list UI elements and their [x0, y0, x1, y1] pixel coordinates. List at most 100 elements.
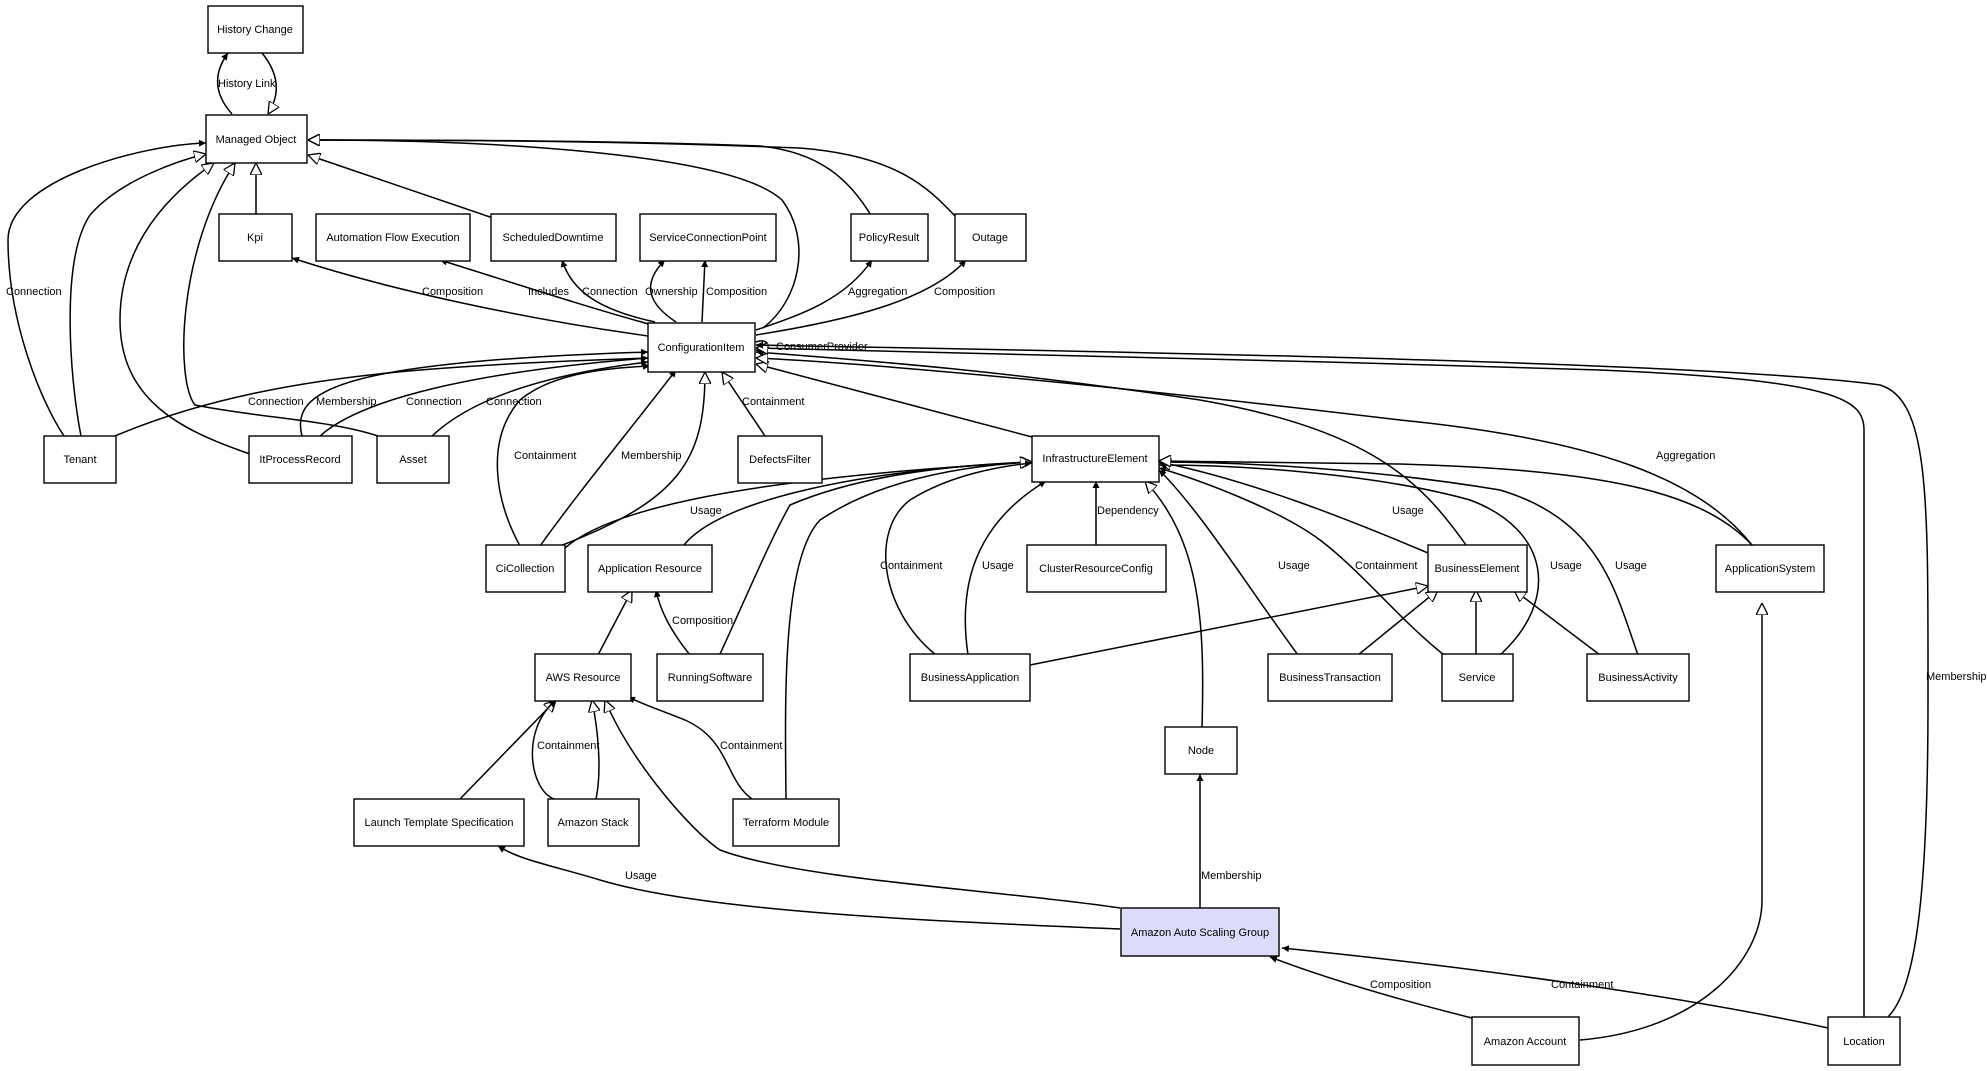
edge-appresource-ie — [683, 462, 1032, 546]
edge-appsystem-ie — [1159, 461, 1753, 546]
node-asset[interactable]: Asset — [376, 435, 450, 484]
node-history-change[interactable]: History Change — [207, 5, 304, 54]
node-it-process-record[interactable]: ItProcessRecord — [248, 435, 353, 484]
edge-defectsfilter-ci: Containment — [722, 372, 804, 437]
node-label-application-system: ApplicationSystem — [1725, 563, 1816, 575]
edge-ci-scp-composition: Composition — [701, 259, 767, 323]
edge-node-ie — [1145, 481, 1204, 728]
node-label-application-resource: Application Resource — [598, 563, 702, 575]
edge-scheduled-downtime-managed-object — [308, 155, 494, 219]
node-configuration-item[interactable]: ConfigurationItem — [647, 322, 756, 373]
node-terraform-module[interactable]: Terraform Module — [732, 798, 840, 847]
edge-label-tenant-ci-connection: Connection — [248, 396, 304, 408]
node-service[interactable]: Service — [1441, 653, 1514, 702]
node-outage[interactable]: Outage — [954, 213, 1027, 262]
node-label-business-application: BusinessApplication — [921, 672, 1019, 684]
node-kpi[interactable]: Kpi — [218, 213, 293, 262]
node-amazon-auto-scaling-group[interactable]: Amazon Auto Scaling Group — [1120, 907, 1280, 957]
edge-label-cicoll-ie-usage: Usage — [690, 505, 722, 517]
node-label-launch-template-specification: Launch Template Specification — [364, 817, 513, 829]
edge-service-ie-usage: Usage — [1158, 461, 1582, 656]
node-ci-collection[interactable]: CiCollection — [485, 544, 566, 593]
node-label-tenant: Tenant — [63, 454, 96, 466]
node-automation-flow-execution[interactable]: Automation Flow Execution — [315, 213, 471, 262]
node-business-application[interactable]: BusinessApplication — [909, 653, 1031, 702]
edge-ci-managed-object — [308, 140, 800, 329]
edge-ci-outage: Composition — [755, 259, 995, 336]
node-label-running-software: RunningSoftware — [668, 672, 752, 684]
edge-label-svc-ie-usage: Usage — [1550, 560, 1582, 572]
node-label-node: Node — [1188, 745, 1214, 757]
node-amazon-stack[interactable]: Amazon Stack — [547, 798, 640, 847]
node-defects-filter[interactable]: DefectsFilter — [737, 435, 823, 484]
node-launch-template-specification[interactable]: Launch Template Specification — [353, 798, 525, 847]
edge-label-bt-ie-usage: Usage — [1278, 560, 1310, 572]
edge-aws-appresource — [597, 590, 632, 656]
node-location[interactable]: Location — [1827, 1016, 1901, 1066]
edge-terraform-ie — [784, 462, 1032, 800]
node-scheduled-downtime[interactable]: ScheduledDowntime — [490, 213, 617, 262]
node-cluster-resource-config[interactable]: ClusterResourceConfig — [1026, 544, 1167, 593]
node-aws-resource[interactable]: AWS Resource — [534, 653, 632, 702]
edge-label-ba-ie-usage: Usage — [982, 560, 1014, 572]
edge-label-tf-aws-containment: Containment — [720, 740, 782, 752]
node-label-it-process-record: ItProcessRecord — [259, 454, 340, 466]
edge-bt-businesselement — [1357, 590, 1438, 656]
edge-label-ci-scp-composition: Composition — [706, 286, 767, 298]
edge-label-cicoll-ci-membership: Membership — [621, 450, 682, 462]
node-label-location: Location — [1843, 1036, 1885, 1048]
edge-label-location-ci-membership: Membership — [1926, 671, 1987, 683]
edge-cicollection-ci-containment: Containment — [496, 362, 651, 547]
node-business-transaction[interactable]: BusinessTransaction — [1267, 653, 1393, 702]
edge-itprocessrecord-managed-object — [119, 163, 251, 455]
node-label-scheduled-downtime: ScheduledDowntime — [503, 232, 604, 244]
edge-itpr-ci-connection: Connection — [319, 355, 649, 437]
edge-itpr-ci-membership: Membership — [299, 348, 649, 437]
edge-label-asg-lts-usage: Usage — [625, 870, 657, 882]
node-application-system[interactable]: ApplicationSystem — [1715, 544, 1825, 593]
node-infrastructure-element[interactable]: InfrastructureElement — [1031, 435, 1160, 483]
node-running-software[interactable]: RunningSoftware — [656, 653, 764, 702]
edge-businessel-ie-usage: Usage — [1159, 462, 1429, 554]
node-label-service: Service — [1459, 672, 1496, 684]
node-label-business-element: BusinessElement — [1435, 563, 1520, 575]
node-policy-result[interactable]: PolicyResult — [850, 213, 929, 262]
edge-label-tenant-mo-connection: Connection — [6, 286, 62, 298]
edge-appsystem-ci: Aggregation — [756, 358, 1753, 546]
edge-location-ci — [756, 348, 1865, 1017]
node-amazon-account[interactable]: Amazon Account — [1471, 1016, 1580, 1066]
node-label-asset: Asset — [399, 454, 427, 466]
node-application-resource[interactable]: Application Resource — [587, 544, 713, 593]
edge-outage-managed-object — [308, 140, 957, 218]
edge-policy-result-managed-object — [308, 140, 873, 218]
edge-label-ci-pr-aggregation: Aggregation — [848, 286, 907, 298]
edge-asset-managed-object — [183, 163, 379, 437]
node-business-activity[interactable]: BusinessActivity — [1586, 653, 1690, 702]
node-managed-object[interactable]: Managed Object — [205, 114, 308, 164]
node-label-configuration-item: ConfigurationItem — [658, 342, 745, 354]
edge-label-ci-outage-composition: Composition — [934, 286, 995, 298]
node-tenant[interactable]: Tenant — [43, 435, 117, 484]
node-label-defects-filter: DefectsFilter — [749, 454, 811, 466]
edge-ci-automation-flow: Includes — [439, 258, 653, 326]
edge-tenant-managed-object: Connection — [6, 139, 207, 437]
node-label-kpi: Kpi — [247, 232, 263, 244]
node-label-automation-flow-execution: Automation Flow Execution — [326, 232, 459, 244]
node-node[interactable]: Node — [1164, 726, 1238, 775]
edge-label-ci-afe-includes: Includes — [528, 286, 569, 298]
edge-label-location-asg-containment: Containment — [1551, 979, 1613, 991]
edge-asg-aws — [605, 700, 1121, 909]
node-business-element[interactable]: BusinessElement — [1427, 544, 1528, 593]
node-label-business-activity: BusinessActivity — [1598, 672, 1678, 684]
edge-asset-ci: Connection — [431, 359, 649, 437]
node-label-outage: Outage — [972, 232, 1008, 244]
edge-service-ie-containment: Containment — [1158, 466, 1445, 656]
edge-label-svc-ie-containment: Containment — [1355, 560, 1417, 572]
edge-label-stack-aws-containment: Containment — [537, 740, 599, 752]
node-label-managed-object: Managed Object — [216, 134, 297, 146]
edge-label-be-ie-usage: Usage — [1392, 505, 1424, 517]
edge-label-bact-ie-usage: Usage — [1615, 560, 1647, 572]
edge-businessapp-businesselement — [1029, 586, 1428, 666]
edge-ci-scp-ownership: Ownership — [645, 259, 698, 323]
node-service-connection-point[interactable]: ServiceConnectionPoint — [639, 213, 777, 262]
